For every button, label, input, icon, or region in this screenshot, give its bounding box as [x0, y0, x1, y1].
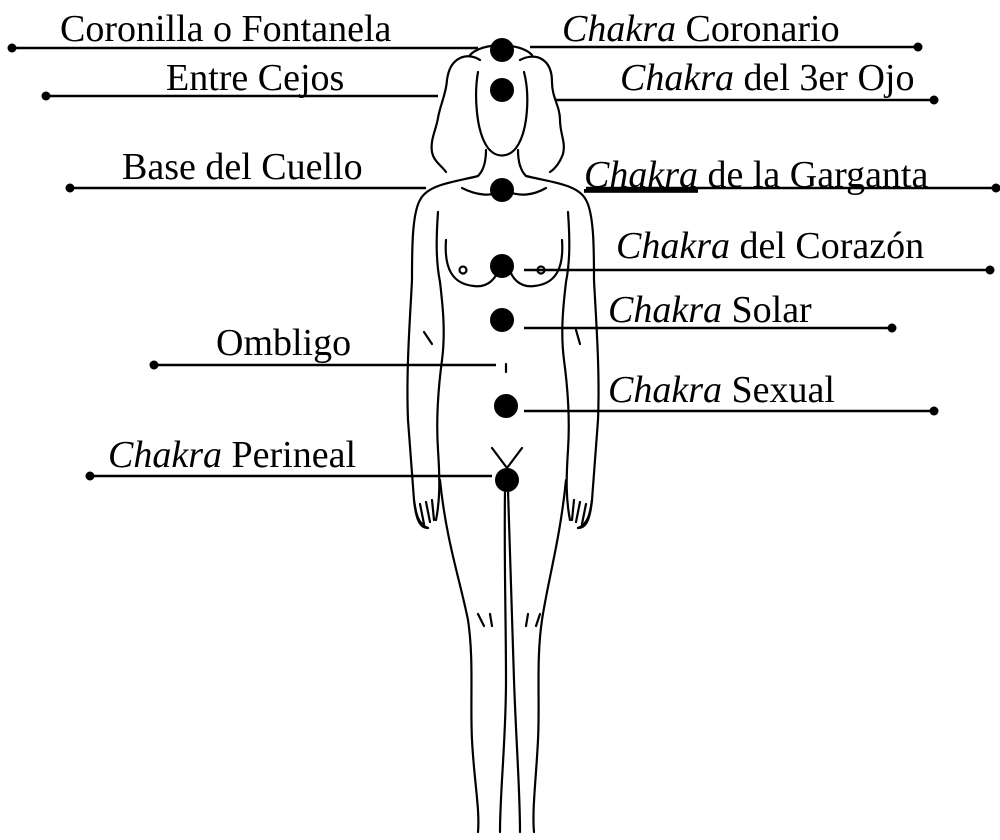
label-throat-rest: de la Garganta — [698, 154, 928, 196]
right-leg — [533, 480, 566, 832]
label-perineal-rest: Perineal — [222, 434, 356, 476]
right-hand — [572, 500, 592, 528]
label-third-eye: Chakra del 3er Ojo — [620, 57, 914, 99]
perineal-chakra-dot — [495, 468, 519, 492]
leader-brow-end — [42, 92, 51, 101]
leader-navel-end — [150, 361, 159, 370]
heart-chakra-dot — [490, 254, 514, 278]
label-sexual-italic: Chakra — [608, 369, 722, 411]
label-heart-rest: del Corazón — [730, 225, 924, 267]
body-figure — [407, 45, 598, 832]
label-perineal: Chakra Perineal — [108, 434, 356, 476]
neck-outline — [478, 150, 526, 176]
solar-chakra-dot — [490, 308, 514, 332]
leader-perineal-end — [86, 472, 95, 481]
leader-crown-right-end — [914, 43, 923, 52]
left-breast — [446, 240, 498, 286]
leader-throat-end — [992, 184, 1000, 193]
throat-chakra-dot — [490, 178, 514, 202]
label-solar: Chakra Solar — [608, 289, 812, 331]
label-throat-italic: Chakra — [584, 154, 698, 196]
label-crown-right-italic: Chakra — [562, 8, 676, 50]
label-crown-right: Chakra Coronario — [562, 8, 840, 50]
sexual-chakra-dot — [494, 394, 518, 418]
crown-chakra-dot — [490, 38, 514, 62]
label-throat: Chakra de la Garganta — [584, 154, 928, 196]
chakra-points — [490, 38, 519, 492]
leader-sexual-end — [930, 407, 939, 416]
leader-solar-end — [888, 324, 897, 333]
leader-heart-end — [986, 266, 995, 275]
label-navel: Ombligo — [216, 322, 351, 364]
label-solar-italic: Chakra — [608, 289, 722, 331]
label-crown-left: Coronilla o Fontanela — [60, 8, 392, 50]
knee-marks — [478, 614, 540, 626]
label-third-eye-rest: del 3er Ojo — [734, 57, 914, 99]
right-breast — [510, 240, 562, 286]
label-neck: Base del Cuello — [122, 146, 363, 188]
leader-crown-left-end — [8, 44, 17, 53]
left-nipple — [460, 267, 467, 274]
label-solar-rest: Solar — [722, 289, 812, 331]
label-crown-right-rest: Coronario — [676, 8, 840, 50]
inner-leg-right — [508, 490, 520, 832]
label-perineal-italic: Chakra — [108, 434, 222, 476]
label-heart: Chakra del Corazón — [616, 225, 924, 267]
label-brow: Entre Cejos — [166, 57, 344, 99]
third-eye-chakra-dot — [490, 78, 514, 102]
label-sexual: Chakra Sexual — [608, 369, 835, 411]
waist-mark-right — [576, 330, 580, 344]
leader-neck-end — [66, 184, 75, 193]
leader-third-eye-end — [930, 96, 939, 105]
waist-mark-left — [424, 332, 432, 344]
right-labels: Chakra Coronario Chakra del 3er Ojo Chak… — [562, 8, 928, 411]
label-third-eye-italic: Chakra — [620, 57, 734, 99]
label-heart-italic: Chakra — [616, 225, 730, 267]
label-sexual-rest: Sexual — [722, 369, 835, 411]
right-inner-arm — [562, 212, 570, 520]
left-leaders — [8, 44, 497, 481]
left-leg — [440, 480, 478, 832]
left-hand — [414, 500, 434, 528]
inner-leg-left — [500, 490, 506, 832]
left-labels: Coronilla o Fontanela Entre Cejos Base d… — [60, 8, 392, 476]
groin-mark — [492, 448, 522, 468]
